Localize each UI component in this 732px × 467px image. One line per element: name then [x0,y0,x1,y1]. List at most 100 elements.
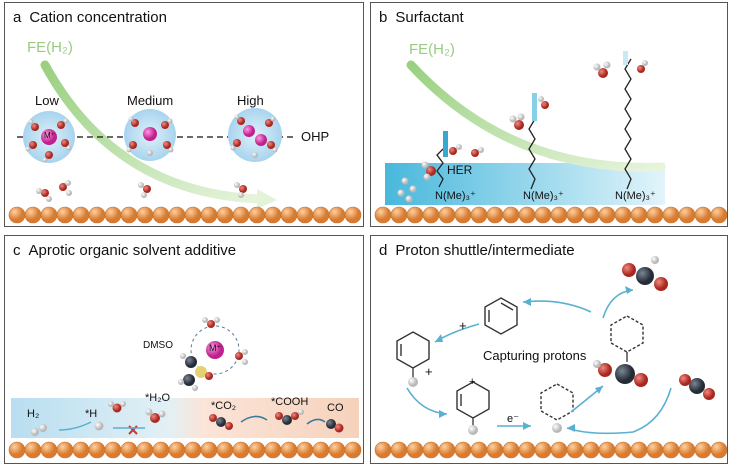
electrode-atom [184,206,202,224]
electrode-atom [614,206,632,224]
electrode-atom [264,206,282,224]
plus-label-top: + [459,318,467,333]
electrode-atom [152,206,170,224]
electrode-atom [662,441,680,459]
co2-incoming [679,374,715,400]
plus-label-adsorbed: + [469,376,476,388]
label-low: Low [35,93,59,108]
panel-b-graphic [374,51,727,224]
electrode-atom [646,441,664,459]
electrode-atom [344,206,362,224]
electrode-atom [534,441,552,459]
interfacial-region-c [11,398,359,438]
fe-arrowhead [257,189,277,209]
electrode-atom [518,441,536,459]
electrode-atom [534,206,552,224]
electrode-atom [72,206,90,224]
electrode-atom [168,206,186,224]
panel-d-graphic [374,256,727,459]
electrode-atom [470,441,488,459]
adsorbed-h2o [145,408,166,423]
electrode-atom [136,206,154,224]
electrode-atom [248,441,266,459]
electrode-atom [296,206,314,224]
label-her: HER [447,163,473,177]
cation-label-a: M⁺ [44,131,55,140]
electrode-atom [312,441,330,459]
surfactant-medium [528,118,536,190]
h2-release-arrow [58,421,92,431]
interfacial-water-a [36,180,247,202]
electrode-atom [582,206,600,224]
panel-c-graphic [8,317,362,459]
electrode-atom [24,206,42,224]
label-h2o-star: *H₂O [145,392,171,404]
proton-adsorbed [468,425,478,435]
electrode-atom [328,441,346,459]
electrode-atom [328,206,346,224]
co-molecule [326,419,344,433]
electrode-atom [550,206,568,224]
electrode-atom [120,206,138,224]
surfactant-medium-marker [532,93,537,121]
electrode-atom [40,206,58,224]
amine-label-1: N(Me)₃⁺ [435,190,476,202]
adsorbed-cooh [275,409,304,425]
electrode-atom [390,441,408,459]
electrode-atom [152,441,170,459]
electrode-atom [518,206,536,224]
electrode-atom [710,441,727,459]
electrode-atom [312,206,330,224]
cation-solvation-ring [190,325,240,375]
electrode-atom [630,441,648,459]
plus-label-left: + [425,364,433,379]
fe-label-b: FE(H₂) [409,41,455,58]
electrode-atom [678,206,696,224]
electrode-atom [454,206,472,224]
h2-molecule [31,424,47,436]
electrode-atom [136,441,154,459]
electrode-atom [216,441,234,459]
pyridinyl-radical [540,383,574,421]
electrode-atom [374,206,392,224]
label-h2: H₂ [27,408,40,420]
electrode-atom [550,441,568,459]
electrode-atom [582,441,600,459]
pyridine-co2-complex [610,315,644,353]
electrode-atom [216,206,234,224]
label-co: CO [327,402,344,414]
electrode-atom [662,206,680,224]
electrode-atom [8,206,26,224]
electrode-atom [646,206,664,224]
water-around-cation [202,317,248,365]
adsorbed-h [94,421,104,431]
electrode-atom [374,441,392,459]
electrode-atom [566,206,584,224]
electrode-atom [438,206,456,224]
electrode-atom [344,441,362,459]
electrode-atom [486,206,504,224]
electrode-atom [168,441,186,459]
electrode-atom [264,441,282,459]
h-radical [552,423,562,433]
co2-product [622,256,668,291]
electron-label: e⁻ [507,413,519,425]
adsorbed-co2 [209,414,233,430]
cation-c [206,341,224,359]
electrode-atom [694,441,712,459]
surfactant-short [436,148,444,188]
water-molecules-b [397,60,648,203]
electrode-atom [88,206,106,224]
electrode-a [8,206,362,224]
surfactant-long-marker [623,51,628,65]
electrode-atom [502,441,520,459]
electrode-atom [598,206,616,224]
electrode-d [374,441,727,459]
electrode-atom [406,441,424,459]
electrode-atom [232,206,250,224]
